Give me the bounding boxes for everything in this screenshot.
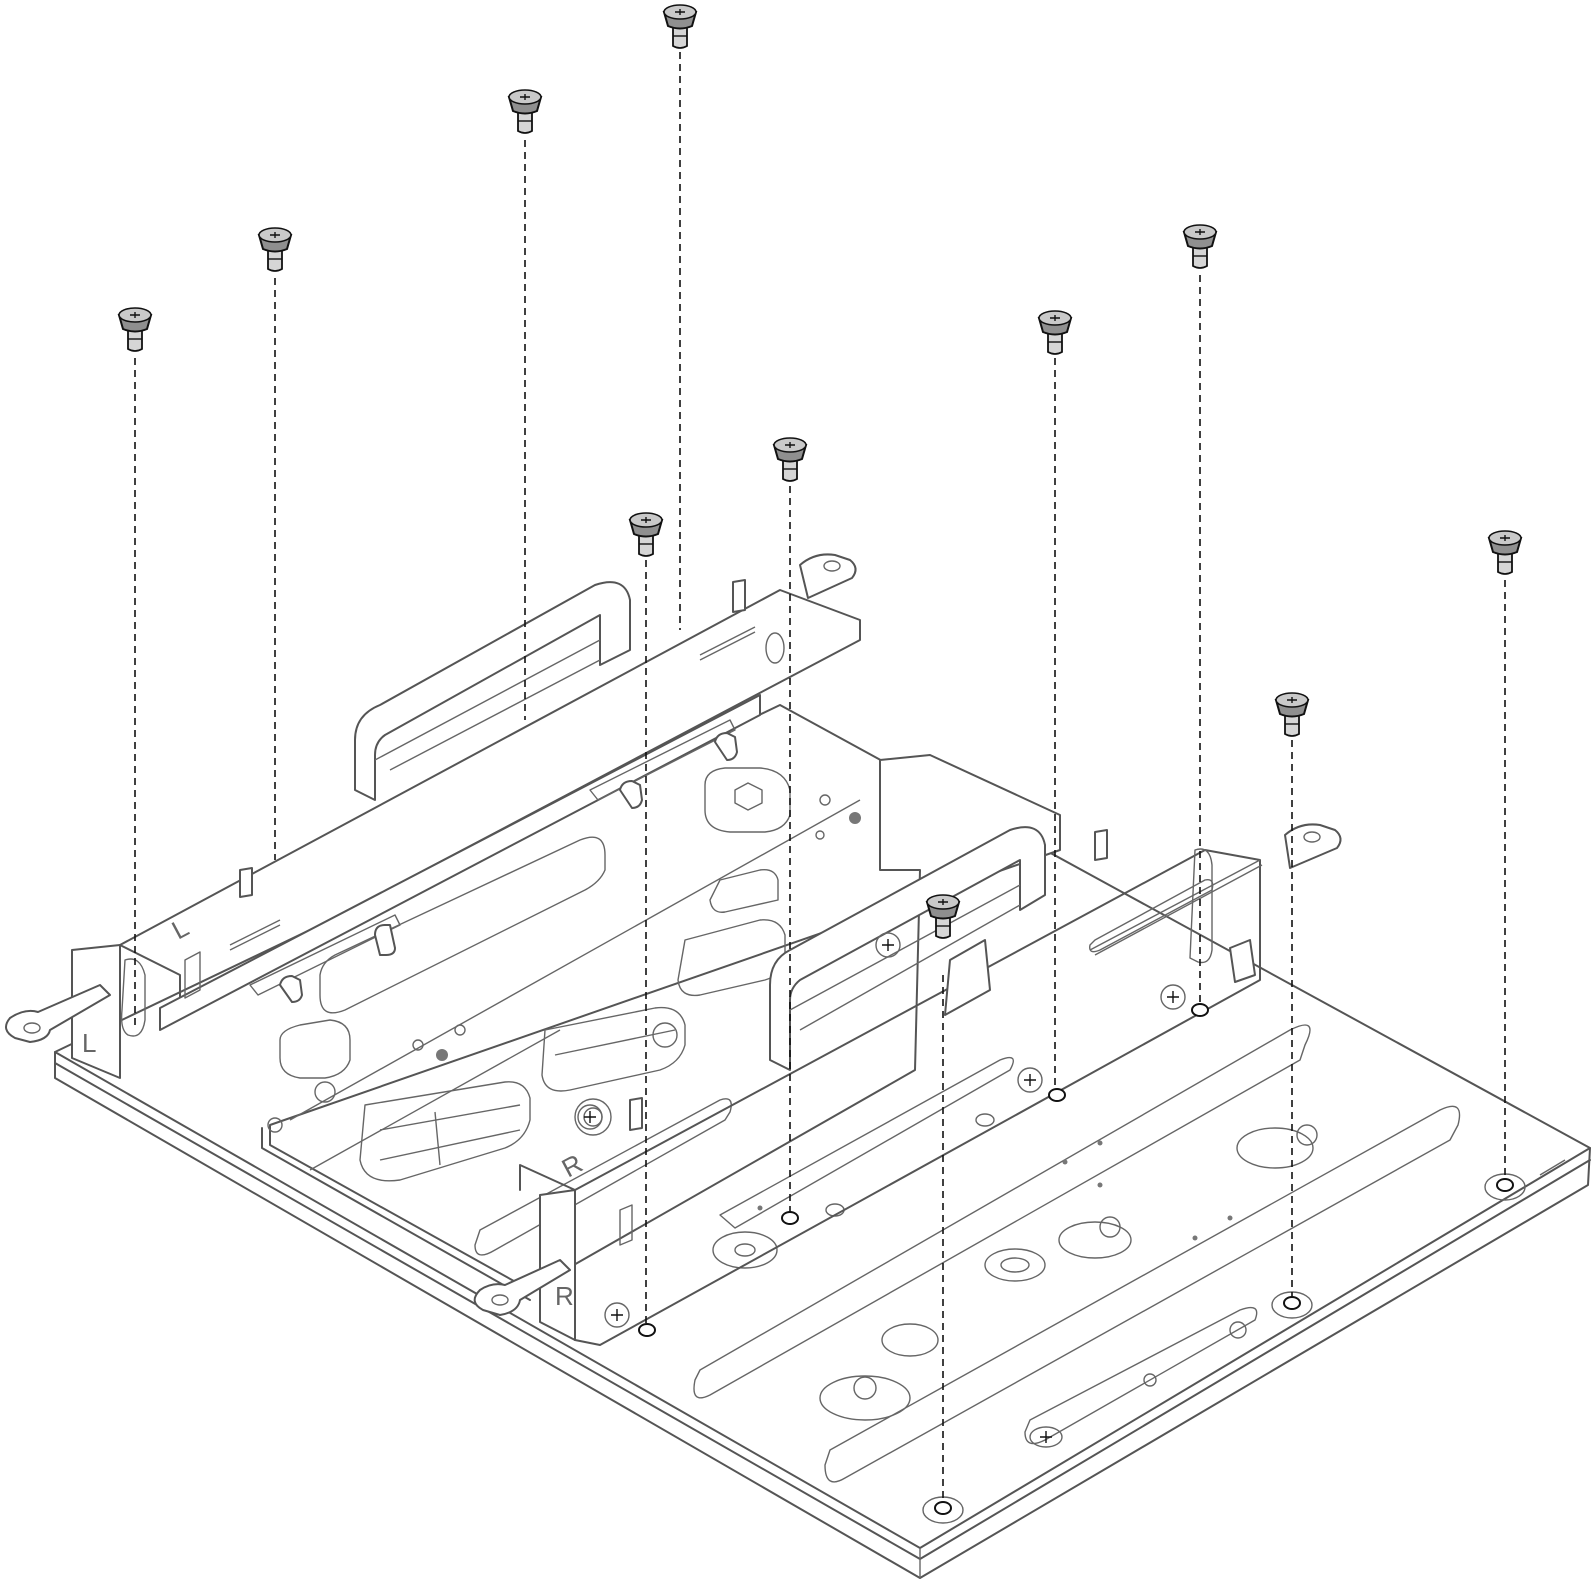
right-bracket-front-marker: R	[555, 1281, 574, 1311]
screw-hole	[781, 1211, 799, 1225]
cross-recess-icon	[1050, 315, 1060, 321]
screw-icon	[925, 894, 961, 939]
screw-icon	[1274, 692, 1310, 737]
installed-screw-icon	[875, 932, 901, 958]
right-bracket: R R	[473, 823, 1342, 1346]
base-plate	[54, 704, 1591, 1579]
installed-screws	[577, 932, 1186, 1448]
cross-recess-icon	[675, 9, 685, 15]
screw-hole	[922, 1496, 964, 1524]
cross-recess-icon	[1195, 229, 1205, 235]
left-bracket-top-marker: L	[167, 912, 194, 945]
right-handle	[769, 826, 1046, 1071]
cross-recess-icon	[1500, 535, 1510, 541]
rear-drive-cage	[261, 754, 1061, 1301]
cross-recess-icon	[270, 232, 280, 238]
screw-icon	[507, 89, 543, 134]
screw-holes	[638, 1003, 1526, 1524]
guide-lines	[134, 52, 1506, 1503]
cross-recess-icon	[641, 517, 651, 523]
loose-screws	[117, 4, 1523, 939]
installed-screw-icon	[1160, 984, 1186, 1010]
plate-features	[712, 1113, 1318, 1421]
cross-recess-icon	[1287, 697, 1297, 703]
installed-screw-icon	[604, 1302, 630, 1328]
cross-recess-icon	[520, 94, 530, 100]
left-bracket-front-marker: L	[82, 1028, 96, 1058]
cross-recess-icon	[130, 312, 140, 318]
screw-hole	[1191, 1003, 1209, 1017]
plate-slots	[693, 1024, 1461, 1483]
installed-screw-icon	[1029, 1426, 1063, 1448]
screw-icon	[1487, 530, 1523, 575]
screw-hole	[638, 1323, 656, 1337]
screw-icon	[772, 437, 808, 482]
screw-icon	[257, 227, 293, 272]
left-handle	[354, 581, 631, 801]
screw-icon	[1037, 310, 1073, 355]
screw-icon	[628, 512, 664, 557]
cross-recess-icon	[938, 899, 948, 905]
installed-screw-icon	[1017, 1067, 1043, 1093]
installed-screw-icon	[577, 1104, 603, 1130]
screw-icon	[662, 4, 698, 49]
screw-icon	[117, 307, 153, 352]
cross-recess-icon	[785, 442, 795, 448]
screw-hole	[1048, 1088, 1066, 1102]
left-bracket: L L	[5, 553, 861, 1079]
screw-icon	[1182, 224, 1218, 269]
